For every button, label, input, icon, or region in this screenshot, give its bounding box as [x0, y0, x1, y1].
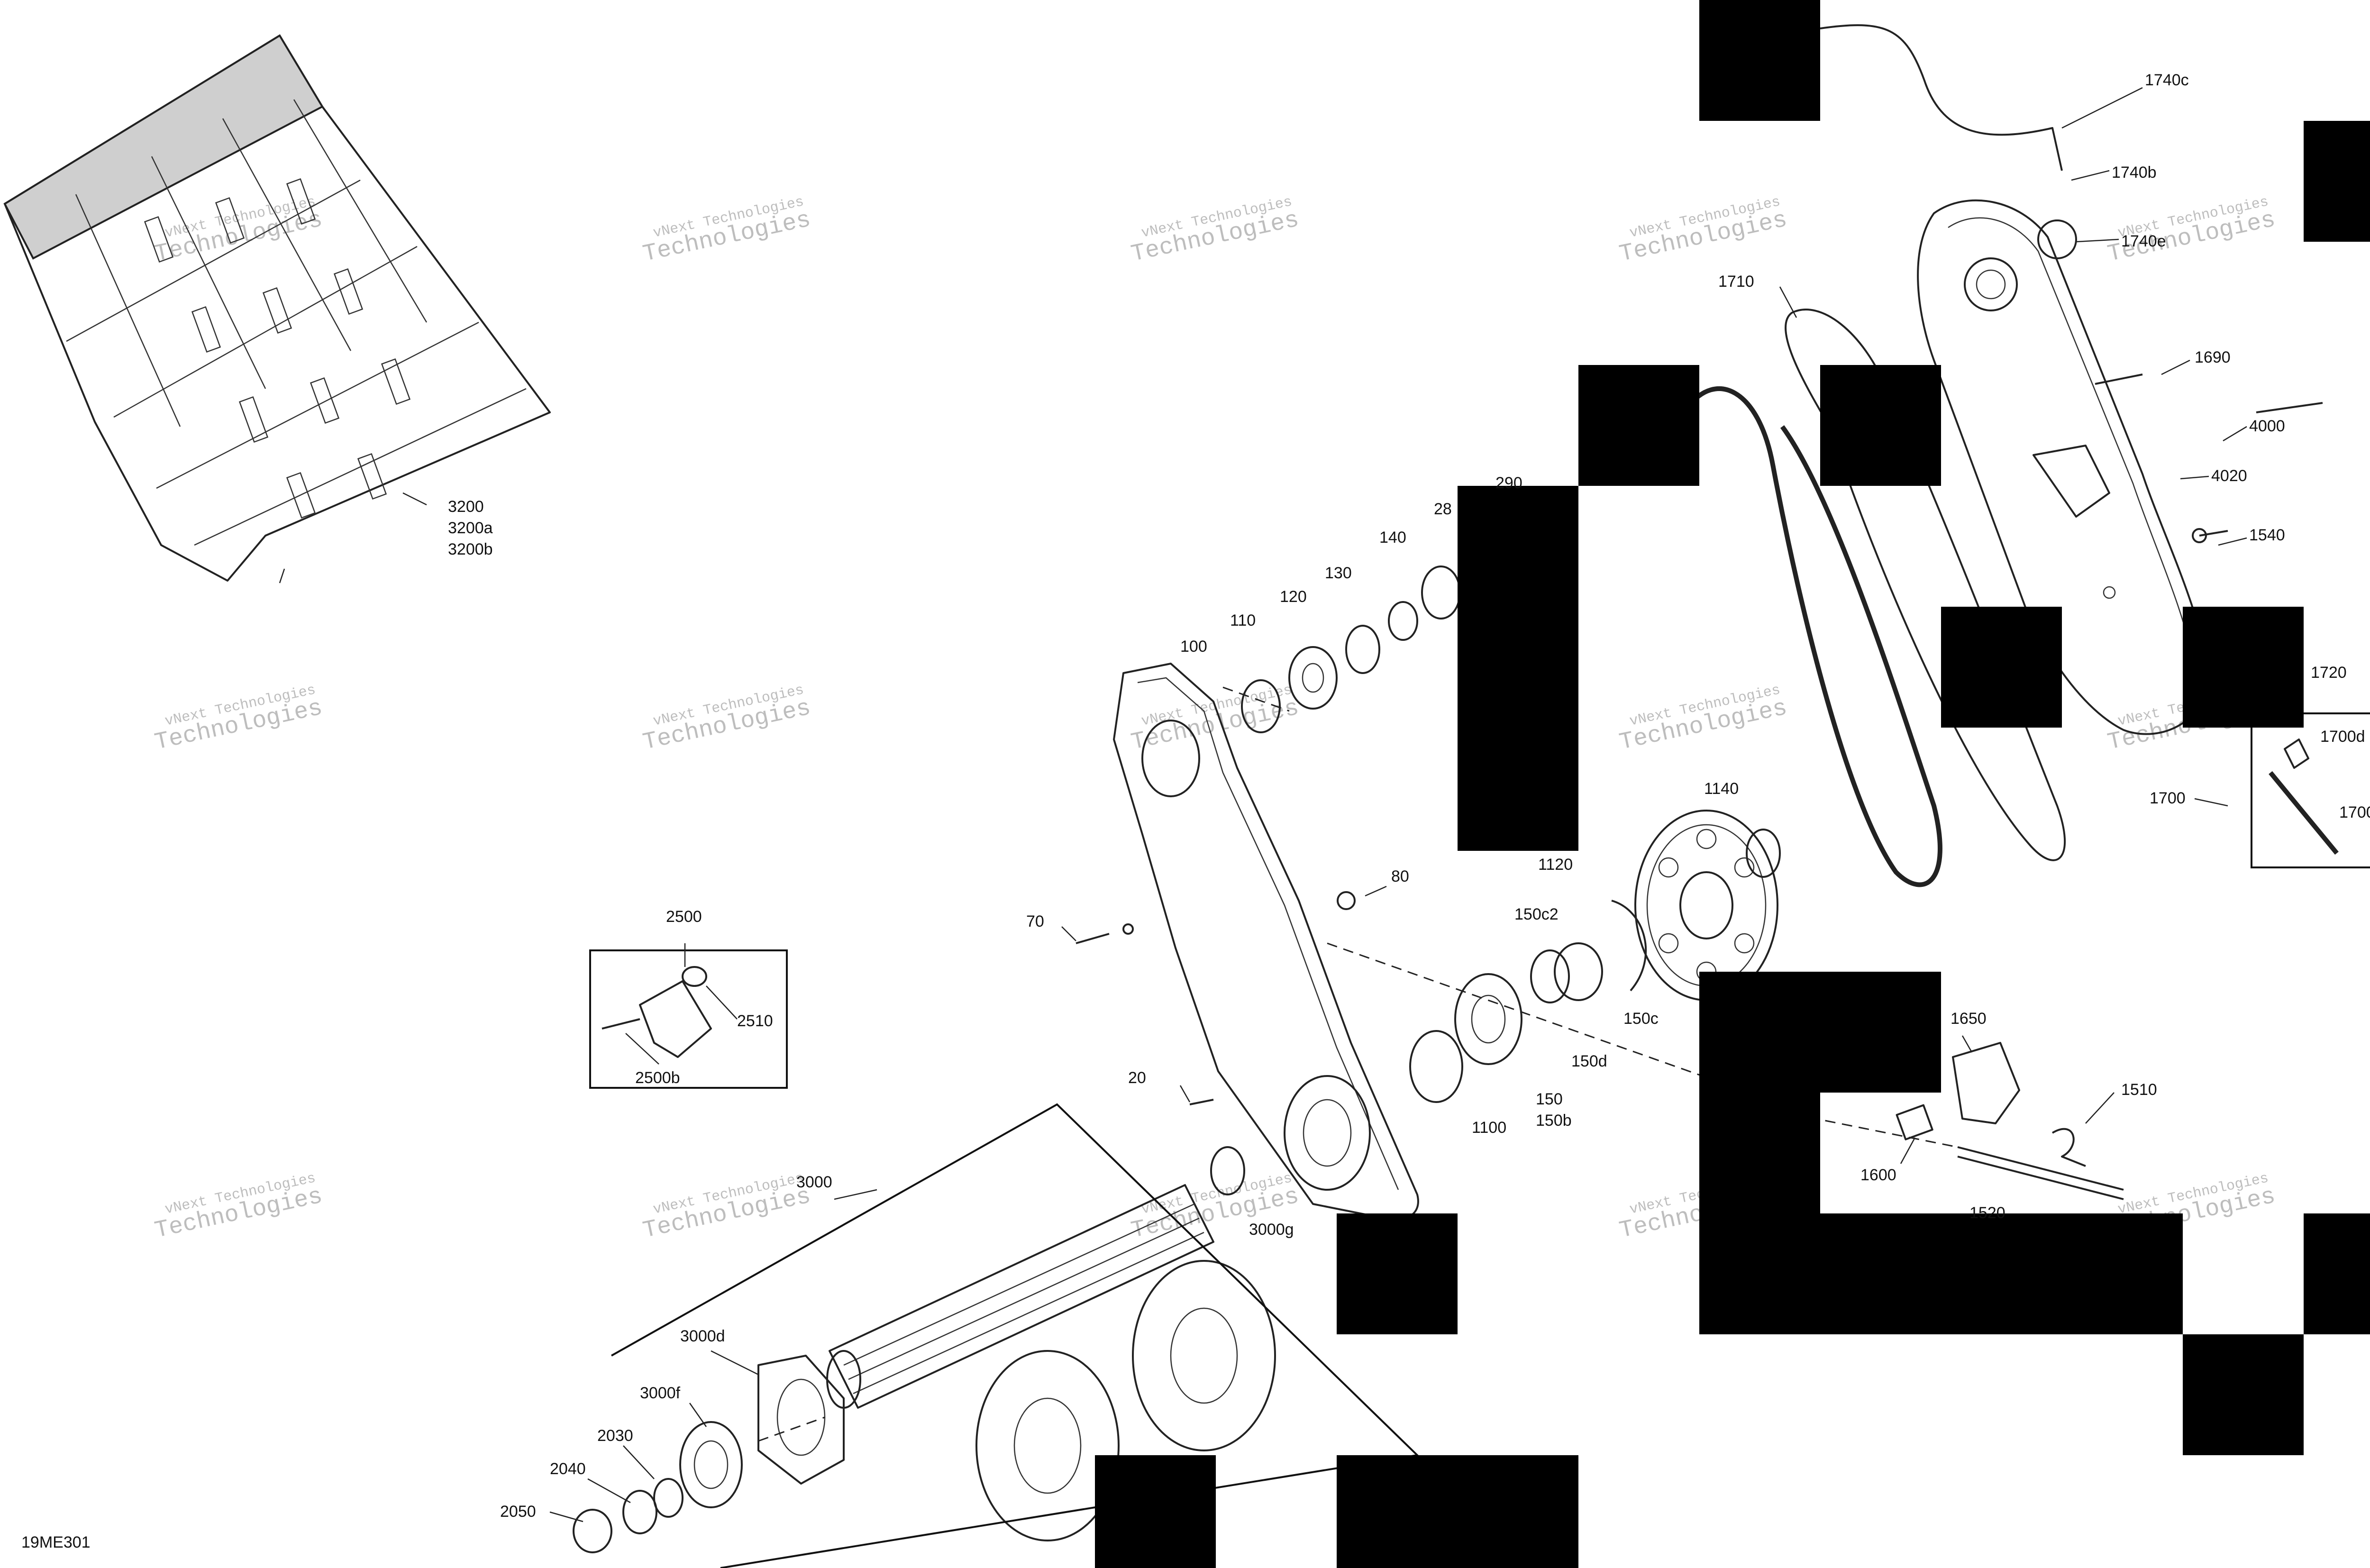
label-150d: 150d — [1571, 1052, 1607, 1070]
tensioner-assembly — [1896, 1042, 2124, 1200]
detail-box-1700 — [2251, 712, 2370, 868]
label-1120: 1120 — [1538, 856, 1573, 874]
label-70: 70 — [1026, 912, 1044, 930]
leader-lines — [279, 87, 2247, 1522]
label-1700f: 1700f — [2339, 803, 2370, 821]
label-140: 140 — [1379, 529, 1406, 547]
label-2040: 2040 — [550, 1460, 586, 1478]
redaction-blocks — [1095, 0, 2370, 1568]
label-150b: 150b — [1536, 1112, 1572, 1130]
label-3000f: 3000f — [640, 1384, 681, 1402]
label-3000: 3000 — [796, 1173, 832, 1191]
label-3000g: 3000g — [1249, 1221, 1294, 1239]
label-1720: 1720 — [2311, 664, 2347, 682]
chain-1710 — [1686, 386, 1942, 887]
breather-hose-1740c — [1820, 24, 2063, 171]
label-2500: 2500 — [666, 908, 702, 926]
detail-box-2500 — [589, 949, 788, 1089]
bearing-stack — [1241, 565, 1781, 1103]
label-1700: 1700 — [2150, 789, 2186, 807]
label-2030: 2030 — [597, 1427, 633, 1445]
label-1710: 1710 — [1718, 273, 1754, 291]
label-1600: 1600 — [1860, 1166, 1896, 1184]
label-1740e: 1740e — [2121, 232, 2166, 250]
circlip-2030 — [653, 1478, 684, 1518]
label-100: 100 — [1180, 638, 1207, 656]
label-4000: 4000 — [2249, 417, 2285, 435]
nut-2040 — [622, 1490, 657, 1534]
label-1540: 1540 — [2249, 526, 2285, 544]
label-4020: 4020 — [2211, 467, 2247, 485]
label-110: 110 — [1230, 611, 1256, 629]
fasteners — [1076, 374, 2323, 1105]
label-1740c: 1740c — [2145, 71, 2189, 89]
label-1100: 1100 — [1472, 1119, 1506, 1137]
label-1520: 1520 — [1969, 1204, 2005, 1222]
label-150c2: 150c2 — [1514, 905, 1559, 923]
diagram-id: 19ME301 — [21, 1533, 91, 1551]
label-3000d: 3000d — [680, 1327, 725, 1345]
label-2500b: 2500b — [635, 1069, 680, 1087]
label-3200a: 3200a — [448, 519, 493, 537]
label-80: 80 — [1391, 867, 1409, 885]
bearing-plate-3000d — [757, 1355, 845, 1485]
label-130: 130 — [1325, 564, 1352, 582]
oring-3000g — [1210, 1146, 1245, 1195]
label-150c: 150c — [1623, 1010, 1659, 1028]
label-120: 120 — [1280, 588, 1307, 606]
label-20: 20 — [1128, 1069, 1146, 1087]
label-290: 290 — [1495, 474, 1522, 492]
label-2050: 2050 — [500, 1503, 536, 1521]
assembly-centerlines — [758, 686, 1958, 1442]
label-3200b: 3200b — [448, 540, 493, 558]
label-1700d: 1700d — [2320, 728, 2365, 746]
label-3200: 3200 — [448, 498, 484, 516]
label-150: 150 — [1536, 1090, 1563, 1108]
label-2510: 2510 — [737, 1012, 773, 1030]
label-1650: 1650 — [1951, 1010, 1987, 1028]
washer-2050 — [573, 1509, 612, 1553]
axle-bearing-3000f — [679, 1421, 743, 1508]
track-section-3200 — [3, 34, 551, 582]
sprocket-left — [975, 1350, 1120, 1541]
label-1140: 1140 — [1704, 780, 1739, 798]
sprocket-right — [1132, 1260, 1276, 1451]
label-1510: 1510 — [2121, 1081, 2157, 1099]
label-1740b: 1740b — [2112, 164, 2157, 182]
callout-labels: 1740c 1740b 1740e 1710 1690 4000 4020 15… — [21, 71, 2370, 1551]
axle-group-outline — [611, 1103, 1420, 1568]
label-28: 28 — [1434, 500, 1452, 518]
label-1690: 1690 — [2195, 348, 2231, 366]
